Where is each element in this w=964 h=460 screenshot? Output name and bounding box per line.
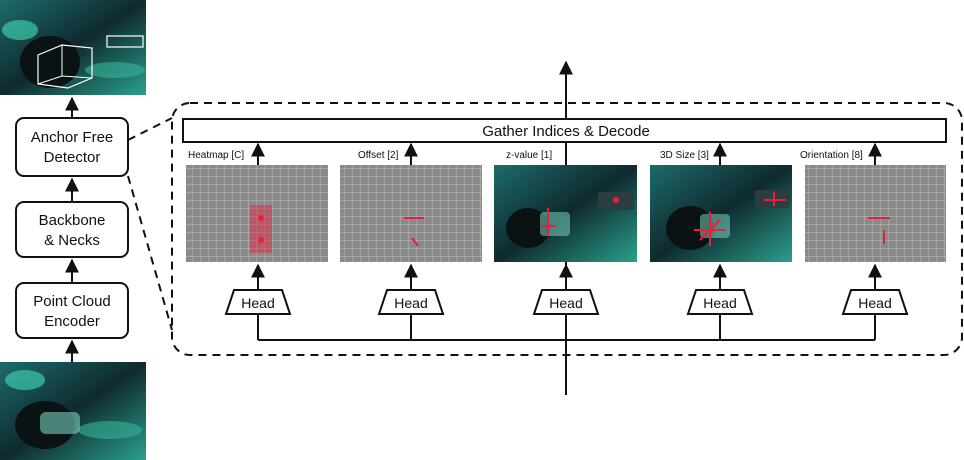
- output-column-z-value: z-value [1] Head: [494, 150, 637, 315]
- backbone-label-line1: Backbone: [39, 212, 106, 229]
- head-label-orientation: Head: [858, 295, 891, 311]
- encoder-label-line2: Encoder: [44, 313, 100, 330]
- encoder-label-line1: Point Cloud: [33, 293, 111, 310]
- head-label-heatmap: Head: [241, 295, 274, 311]
- gather-decode-label: Gather Indices & Decode: [482, 123, 650, 140]
- detector-box: Anchor Free Detector: [15, 117, 129, 177]
- output-scene-image: [0, 0, 146, 95]
- output-column-3d-size: 3D Size [3] Head: [650, 142, 792, 340]
- zoom-connector-lines: [127, 117, 173, 331]
- encoder-box: Point Cloud Encoder: [15, 282, 129, 339]
- detector-label-line2: Detector: [44, 149, 101, 166]
- output-column-offset: Offset [2] Head: [340, 142, 482, 340]
- gather-decode-bar: Gather Indices & Decode: [182, 118, 947, 143]
- head-label-3d-size: Head: [703, 295, 736, 311]
- output-label-3d-size: 3D Size [3]: [660, 150, 709, 161]
- input-scene-image: [0, 362, 146, 460]
- output-label-heatmap: Heatmap [C]: [188, 150, 244, 161]
- output-column-heatmap: Heatmap [C] Head: [186, 142, 328, 340]
- 3d-size-image: [650, 165, 792, 262]
- output-label-orientation: Orientation [8]: [800, 150, 863, 161]
- backbone-box: Backbone & Necks: [15, 201, 129, 258]
- output-label-z-value: z-value [1]: [506, 150, 552, 161]
- output-columns: Heatmap [C] Head Offset [2] Head: [186, 142, 946, 340]
- output-column-orientation: Orientation [8] Head: [800, 142, 946, 340]
- head-label-offset: Head: [394, 295, 427, 311]
- output-label-offset: Offset [2]: [358, 150, 399, 161]
- detector-label-line1: Anchor Free: [31, 129, 114, 146]
- head-label-z-value: Head: [549, 295, 582, 311]
- backbone-label-line2: & Necks: [44, 232, 100, 249]
